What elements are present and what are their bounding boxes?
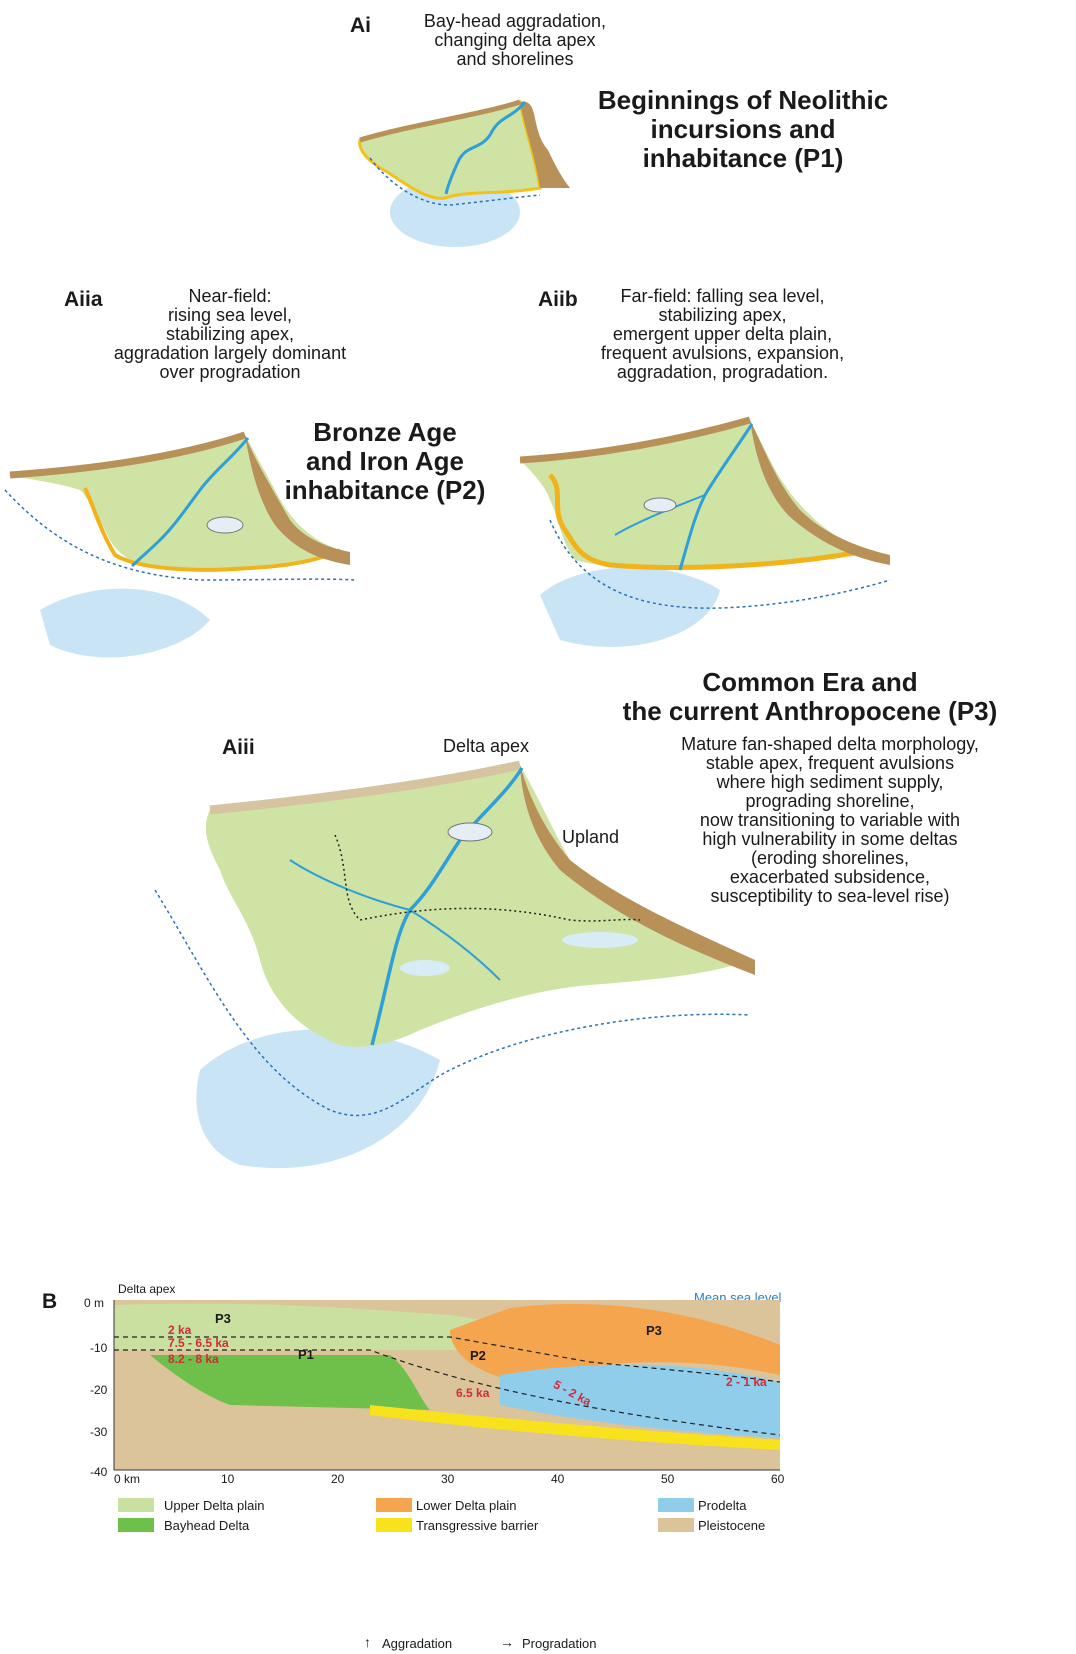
lake <box>448 823 492 841</box>
phase-label: P2 <box>470 1348 486 1363</box>
y-tick: -20 <box>90 1383 107 1397</box>
legend-swatch <box>658 1518 694 1532</box>
x-tick: 50 <box>661 1472 674 1486</box>
panel-ai-label: Ai <box>350 14 371 38</box>
panel-aiia-description: Near-field:rising sea level,stabilizing … <box>90 287 370 382</box>
legend-swatch <box>376 1498 412 1512</box>
y-tick: -40 <box>90 1465 107 1479</box>
lake <box>400 960 450 976</box>
cross-section-b <box>70 1290 800 1500</box>
panel-ai-description: Bay-head aggradation,changing delta apex… <box>400 12 630 69</box>
legend-swatch <box>118 1518 154 1532</box>
y-tick: 0 m <box>84 1296 104 1310</box>
x-tick: 60 <box>771 1472 784 1486</box>
phase-label: P3 <box>646 1323 662 1338</box>
lake <box>562 932 638 948</box>
phase-label: P3 <box>215 1311 231 1326</box>
x-tick: 10 <box>221 1472 234 1486</box>
x-tick: 30 <box>441 1472 454 1486</box>
aggradation-label: Aggradation <box>382 1636 452 1651</box>
legend-label: Prodelta <box>698 1498 746 1513</box>
p1-title: Beginnings of Neolithicincursions andinh… <box>578 86 908 173</box>
x-tick: 20 <box>331 1472 344 1486</box>
delta-map-aiii <box>150 760 760 1200</box>
p3-title: Common Era andthe current Anthropocene (… <box>600 668 1020 726</box>
legend: Upper Delta plain Bayhead Delta Lower De… <box>118 1498 778 1538</box>
delta-map-ai <box>340 90 580 250</box>
prodelta-lobe <box>40 589 210 658</box>
y-tick: -10 <box>90 1341 107 1355</box>
delta-apex-label: Delta apex <box>443 736 529 757</box>
legend-swatch <box>376 1518 412 1532</box>
prodelta-lobe <box>540 567 720 647</box>
delta-map-aiib <box>520 410 900 665</box>
age-label: 2 ka <box>168 1323 191 1337</box>
lake <box>644 498 676 512</box>
panel-aiib-description: Far-field: falling sea level,stabilizing… <box>575 287 870 382</box>
delta-plain <box>520 420 860 569</box>
lake <box>207 517 243 533</box>
age-label: 8.2 - 8 ka <box>168 1352 219 1366</box>
x-tick: 0 km <box>114 1472 140 1486</box>
age-label: 2 - 1 ka <box>726 1375 767 1389</box>
panel-aiib-label: Aiib <box>538 288 578 312</box>
delta-map-aiia <box>0 430 360 665</box>
below-axis <box>70 1470 800 1500</box>
panel-aiii-label: Aiii <box>222 736 255 760</box>
legend-label: Upper Delta plain <box>164 1498 264 1513</box>
legend-label: Pleistocene <box>698 1518 765 1533</box>
y-tick: -30 <box>90 1425 107 1439</box>
legend-swatch <box>118 1498 154 1512</box>
legend-label: Bayhead Delta <box>164 1518 249 1533</box>
delta-plain <box>206 765 750 1047</box>
phase-label: P1 <box>298 1347 314 1362</box>
progradation-label: Progradation <box>522 1636 596 1651</box>
age-label: 7.5 - 6.5 ka <box>168 1336 229 1350</box>
age-label: 6.5 ka <box>456 1386 489 1400</box>
prodelta-lobe <box>196 1029 440 1168</box>
legend-swatch <box>658 1498 694 1512</box>
aggradation-arrow-icon: ↑ <box>364 1634 371 1650</box>
x-tick: 40 <box>551 1472 564 1486</box>
progradation-arrow-icon: → <box>500 1634 514 1650</box>
legend-label: Lower Delta plain <box>416 1498 516 1513</box>
panel-b-label: B <box>42 1290 57 1314</box>
legend-label: Transgressive barrier <box>416 1518 538 1533</box>
